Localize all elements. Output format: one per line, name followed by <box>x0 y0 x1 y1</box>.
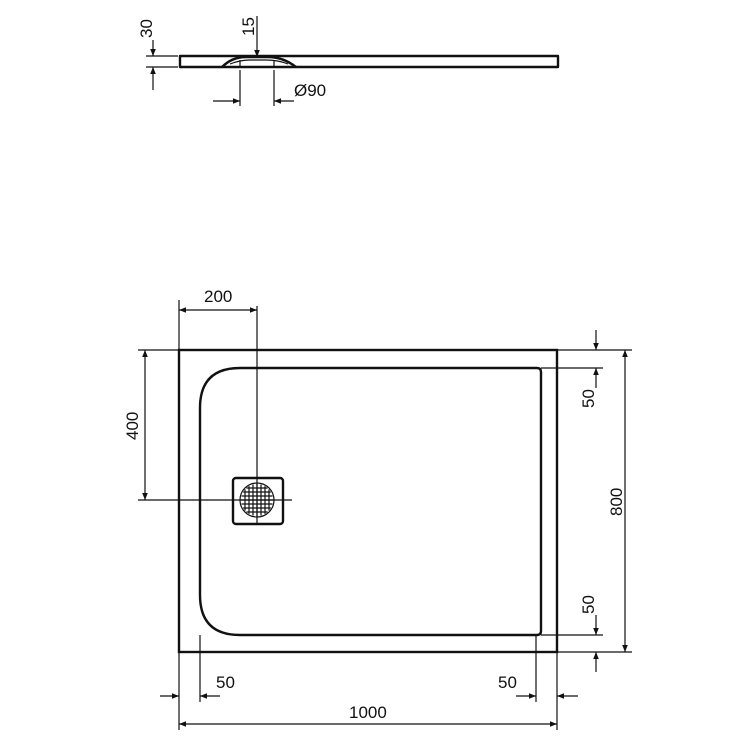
rim-left-label: 50 <box>216 673 235 692</box>
tray-outline <box>177 348 559 654</box>
thickness-label: 30 <box>137 19 156 38</box>
depth-label: 800 <box>607 488 626 516</box>
drain-depth-label: 15 <box>239 17 258 36</box>
tray-profile <box>178 54 560 69</box>
drain-offset-y-label: 400 <box>123 412 142 440</box>
side-view: 30 15 Ø90 <box>137 16 560 106</box>
rim-bottom-label: 50 <box>579 595 598 614</box>
drain-offset-x-label: 200 <box>204 287 232 306</box>
tray-basin <box>198 366 543 637</box>
drain-profile-inner <box>229 59 289 65</box>
rim-right-label: 50 <box>498 673 517 692</box>
drain-grate-icon <box>231 476 285 526</box>
drain-diameter-label: Ø90 <box>294 81 326 100</box>
width-label: 1000 <box>349 703 387 722</box>
plan-view: 200 400 800 50 50 50 50 1000 <box>123 287 632 730</box>
rim-top-label: 50 <box>579 389 598 408</box>
drain-profile <box>221 55 297 68</box>
